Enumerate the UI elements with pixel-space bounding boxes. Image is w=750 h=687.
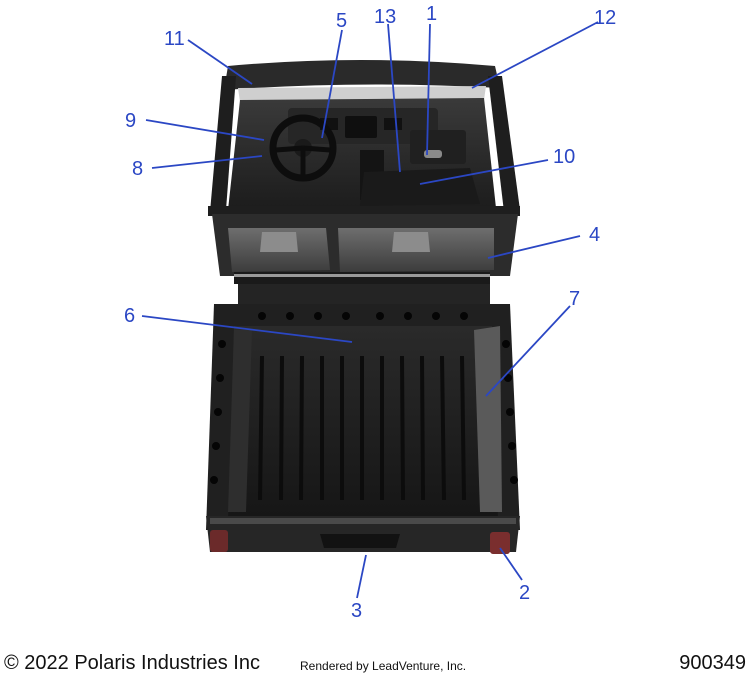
leader-13 bbox=[387, 23, 401, 173]
cage-right-post bbox=[488, 76, 520, 212]
leader-3 bbox=[356, 554, 367, 599]
callout-10: 10 bbox=[553, 146, 575, 168]
leader-7 bbox=[485, 305, 571, 397]
callout-2: 2 bbox=[519, 582, 530, 604]
leader-9 bbox=[145, 119, 265, 141]
steering-wheel bbox=[269, 114, 337, 182]
cup-holder bbox=[424, 150, 442, 158]
callout-13: 13 bbox=[374, 6, 396, 28]
leader-2 bbox=[499, 547, 523, 581]
leader-10 bbox=[419, 159, 549, 185]
leader-1 bbox=[426, 23, 431, 156]
leader-5 bbox=[321, 29, 343, 139]
cab-crossbar bbox=[208, 206, 520, 216]
tail-light-left bbox=[210, 530, 228, 552]
rear-roll-bar bbox=[234, 272, 490, 284]
copyright-text: © 2022 Polaris Industries Inc bbox=[4, 652, 260, 674]
bed-tie-down-holes bbox=[210, 312, 518, 484]
callout-9: 9 bbox=[125, 110, 136, 132]
rendered-by-text: Rendered by LeadVenture, Inc. bbox=[300, 659, 467, 673]
tail-light-right bbox=[490, 532, 510, 554]
bed-floor-ribs bbox=[258, 355, 466, 501]
diagram-id-text: 900349 bbox=[679, 652, 746, 674]
leader-6 bbox=[141, 315, 353, 343]
callout-1: 1 bbox=[426, 3, 437, 25]
cab-back-panel bbox=[238, 284, 490, 304]
leader-8 bbox=[151, 155, 263, 169]
headrest-left bbox=[260, 232, 298, 252]
leader-lines bbox=[141, 21, 599, 599]
rear-roll-bar-highlight bbox=[234, 274, 490, 277]
headrest-right bbox=[392, 232, 430, 252]
callout-6: 6 bbox=[124, 305, 135, 327]
tailgate-top-edge bbox=[210, 518, 516, 524]
callout-4: 4 bbox=[589, 224, 600, 246]
callout-11: 11 bbox=[164, 28, 185, 50]
windshield-frame bbox=[238, 86, 486, 102]
vehicle-illustration bbox=[206, 60, 520, 554]
callout-3: 3 bbox=[351, 600, 362, 622]
front-roof-bar bbox=[224, 60, 500, 90]
tailgate-handle bbox=[320, 534, 400, 548]
callout-8: 8 bbox=[132, 158, 143, 180]
cargo-bed-wall-right bbox=[474, 326, 502, 512]
leader-4 bbox=[487, 235, 581, 259]
floor-mat bbox=[360, 168, 480, 206]
passenger-glovebox bbox=[410, 130, 466, 164]
dash-vent-right bbox=[384, 118, 402, 130]
callout-5: 5 bbox=[336, 10, 347, 32]
dash-screen bbox=[345, 116, 377, 138]
callout-numbers: 1 2 3 4 5 6 7 8 9 10 11 12 13 bbox=[124, 3, 616, 622]
cargo-bed-wall-left bbox=[228, 330, 252, 512]
callout-12: 12 bbox=[594, 7, 616, 29]
cage-left-post bbox=[210, 76, 236, 212]
callout-7: 7 bbox=[569, 288, 580, 310]
leader-12 bbox=[471, 21, 599, 89]
leader-11 bbox=[187, 39, 253, 85]
